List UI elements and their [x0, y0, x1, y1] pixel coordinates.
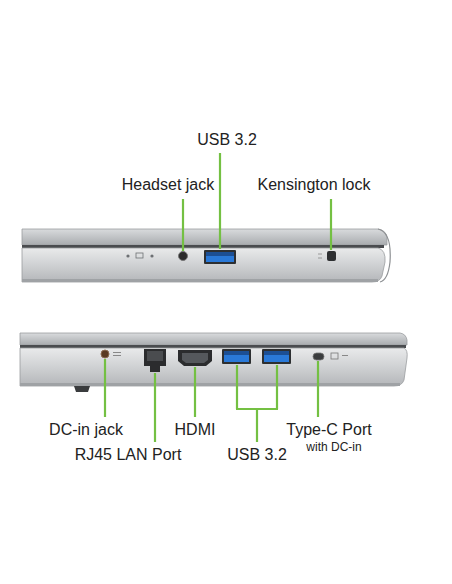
laptop-right-side — [22, 229, 390, 282]
port-label: Headset jack — [122, 176, 215, 194]
port-label: USB 3.2 — [227, 446, 287, 464]
port-label: DC-in jack — [49, 421, 123, 439]
laptop-left-side — [20, 333, 407, 392]
leader-lines — [105, 153, 331, 442]
port-label: Kensington lock — [258, 176, 371, 194]
port-label: USB 3.2 — [197, 131, 257, 149]
port-note: with DC-in — [306, 440, 361, 454]
port-label: RJ45 LAN Port — [75, 446, 182, 464]
port-label: Type-C Port — [286, 421, 371, 439]
port-label: HDMI — [175, 421, 216, 439]
